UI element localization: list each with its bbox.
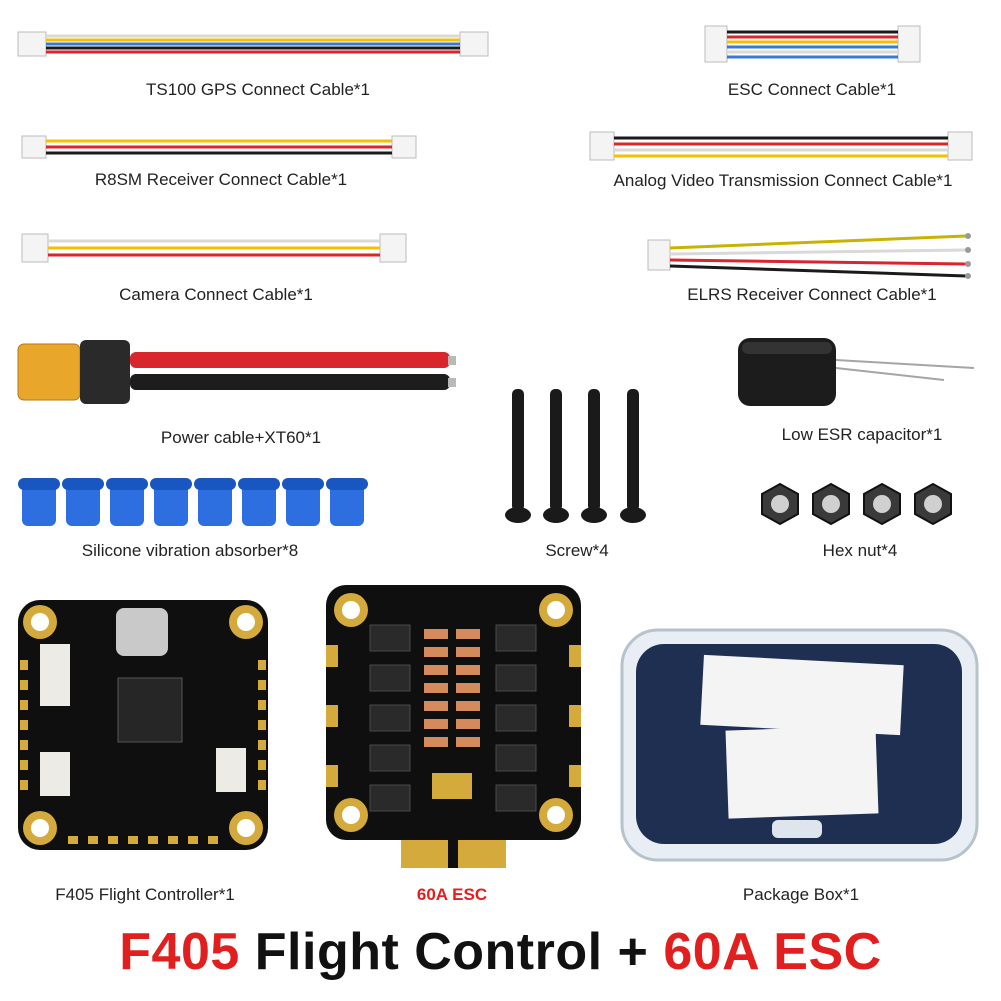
esc-cable-label: ESC Connect Cable*1 [727,80,897,99]
headline-model: F405 [119,923,240,981]
hex-nut-label: Hex nut*4 [822,541,898,560]
capacitor-label: Low ESR capacitor*1 [781,425,943,444]
r8sm-cable-image [21,135,417,159]
r8sm-cable-label: R8SM Receiver Connect Cable*1 [94,170,348,189]
power-cable-image [17,340,456,404]
screw-image [505,389,646,523]
elrs-cable-image [647,233,971,279]
vtx-cable-image [589,131,973,161]
page-headline: F405 Flight Control + 60A ESC [0,922,1001,982]
gps-cable-image [17,31,489,57]
esc-cable-image [704,25,921,63]
hex-nut-image [761,482,952,526]
vtx-cable-label: Analog Video Transmission Connect Cable*… [613,171,953,190]
esc-board-image [326,585,581,868]
package-box-image [620,628,979,862]
capacitor-image [738,338,975,406]
camera-cable-label: Camera Connect Cable*1 [119,285,313,304]
esc-board-label: 60A ESC [416,885,488,904]
power-cable-label: Power cable+XT60*1 [160,428,322,447]
flight-controller-label: F405 Flight Controller*1 [55,885,235,904]
absorber-label: Silicone vibration absorber*8 [81,541,299,560]
screw-label: Screw*4 [545,541,609,560]
flight-controller-image [18,600,268,850]
headline-esc: 60A ESC [663,923,882,981]
absorber-image [18,478,368,526]
gps-cable-label: TS100 GPS Connect Cable*1 [146,80,370,99]
camera-cable-image [21,233,407,263]
headline-flight-control: Flight Control + [254,923,649,981]
elrs-cable-label: ELRS Receiver Connect Cable*1 [687,285,937,304]
package-box-label: Package Box*1 [742,885,860,904]
